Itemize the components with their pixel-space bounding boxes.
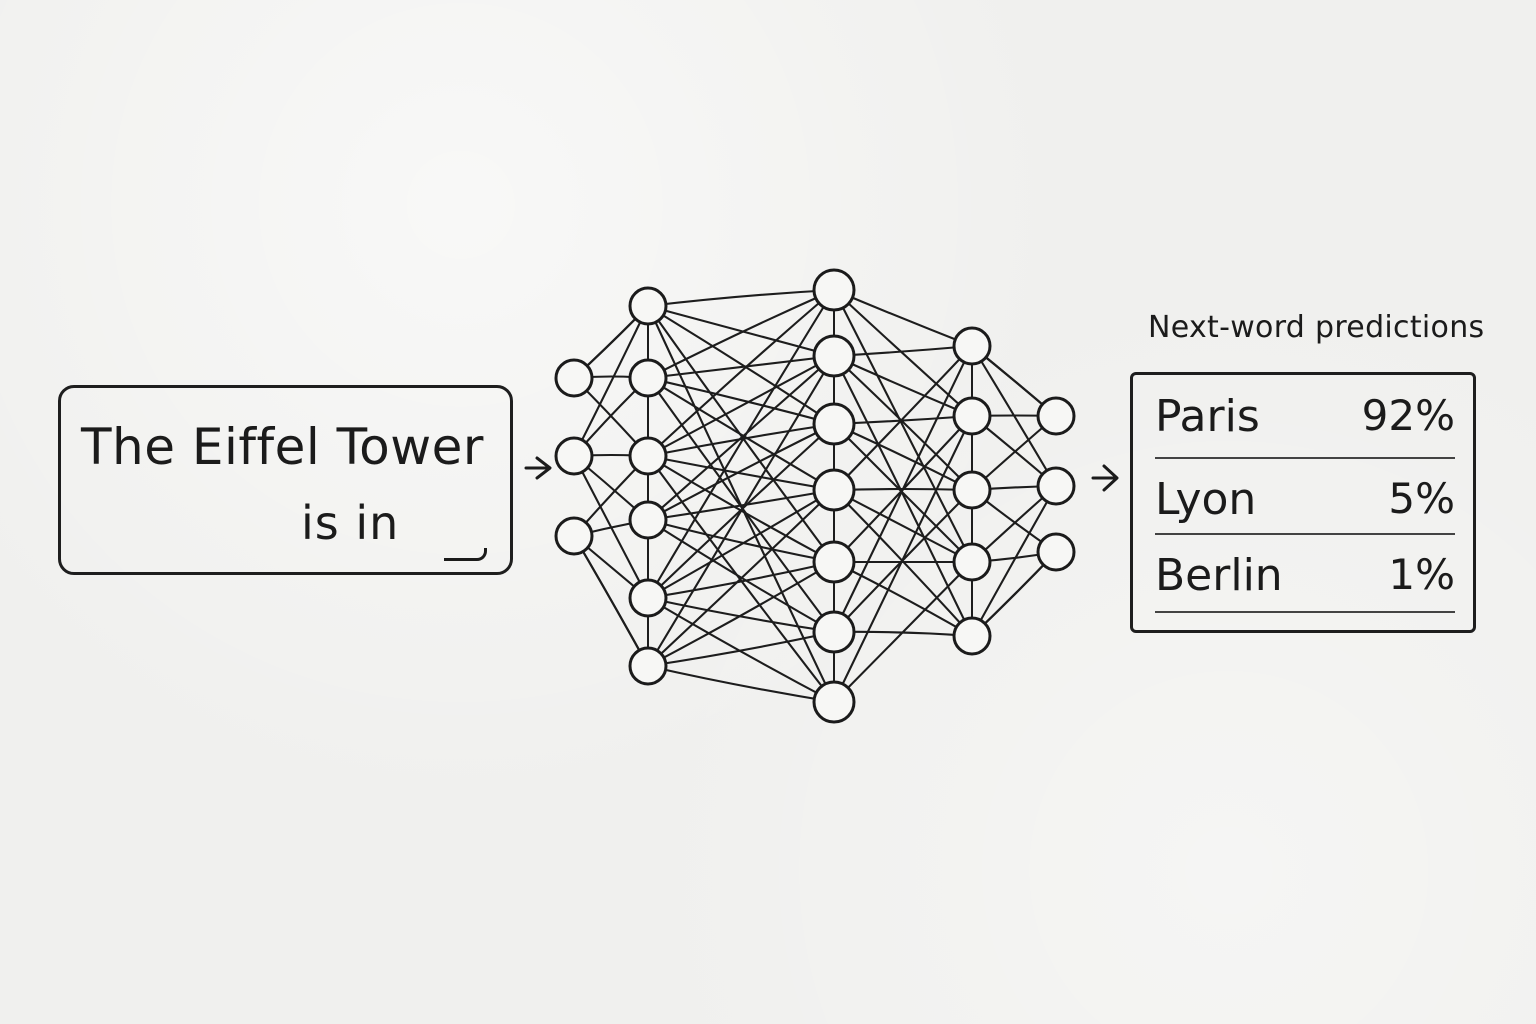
prediction-row: Berlin 1% (1155, 550, 1455, 612)
network-nodes (554, 268, 1076, 724)
network-node (628, 646, 668, 686)
prediction-row: Paris 92% (1155, 391, 1455, 453)
prediction-divider (1155, 611, 1455, 613)
network-edge (832, 288, 974, 348)
network-node (554, 358, 594, 398)
network-node (812, 268, 856, 312)
network-edge (646, 304, 836, 358)
network-node (952, 396, 992, 436)
network-node (952, 616, 992, 656)
network-edge (646, 630, 836, 668)
prediction-divider (1155, 533, 1455, 535)
network-edge (646, 488, 836, 600)
network-node (1036, 466, 1076, 506)
network-node (812, 610, 856, 654)
network-node (1036, 396, 1076, 436)
network-edge (646, 488, 836, 522)
network-edge (646, 354, 836, 522)
prediction-divider (1155, 457, 1455, 459)
network-node (628, 286, 668, 326)
prediction-probability: 1% (1388, 550, 1455, 599)
network-edge (646, 376, 836, 426)
network-edge (646, 354, 836, 668)
input-text-line-2: is in (301, 496, 400, 550)
network-edge (646, 354, 836, 458)
network-edge (646, 304, 836, 426)
network-edge (832, 344, 974, 492)
network-edge (832, 288, 974, 418)
input-text-line-1: The Eiffel Tower (81, 418, 484, 476)
arrow-network-to-output (1091, 464, 1119, 492)
output-title: Next-word predictions (1148, 310, 1485, 345)
prediction-list-box: Paris 92% Lyon 5% Berlin 1% (1130, 372, 1476, 633)
prediction-row: Lyon 5% (1155, 474, 1455, 536)
network-edge (646, 422, 836, 522)
network-edge (646, 664, 836, 704)
prediction-word: Berlin (1155, 550, 1283, 601)
prediction-word: Lyon (1155, 474, 1257, 525)
network-edge (646, 288, 836, 380)
network-edge (970, 484, 1058, 638)
network-edge (832, 354, 974, 418)
network-edge (646, 376, 836, 492)
prediction-word: Paris (1155, 391, 1260, 442)
network-edge (646, 288, 836, 600)
network-edge (646, 488, 836, 668)
network-edge (832, 354, 974, 638)
network-node (952, 326, 992, 366)
network-node (554, 436, 594, 476)
network-edge (646, 288, 836, 458)
network-node (554, 516, 594, 556)
network-node (812, 334, 856, 378)
prediction-probability: 92% (1361, 391, 1455, 440)
network-node (952, 470, 992, 510)
network-edge (646, 518, 836, 564)
network-node (628, 578, 668, 618)
network-node (812, 468, 856, 512)
network-edge (832, 422, 974, 564)
network-edge (832, 560, 974, 638)
network-node (628, 358, 668, 398)
network-edge (646, 288, 836, 308)
network-node (628, 500, 668, 540)
network-edge (646, 454, 836, 492)
network-edge (832, 488, 974, 564)
network-node (1036, 532, 1076, 572)
network-node (628, 436, 668, 476)
arrow-input-to-network (524, 456, 552, 480)
network-edge (832, 560, 974, 704)
input-prompt-box: The Eiffel Tower is in (58, 385, 513, 575)
network-edge (646, 560, 836, 668)
network-node (812, 680, 856, 724)
network-node (952, 542, 992, 582)
network-node (812, 540, 856, 584)
network-edge (832, 288, 974, 564)
network-edge (832, 344, 974, 634)
network-edge (832, 354, 974, 492)
network-edge (832, 414, 974, 704)
network-edge (646, 354, 836, 380)
prediction-probability: 5% (1388, 474, 1455, 523)
network-edge (646, 560, 836, 600)
network-node (812, 402, 856, 446)
blank-placeholder-mark (444, 548, 487, 561)
